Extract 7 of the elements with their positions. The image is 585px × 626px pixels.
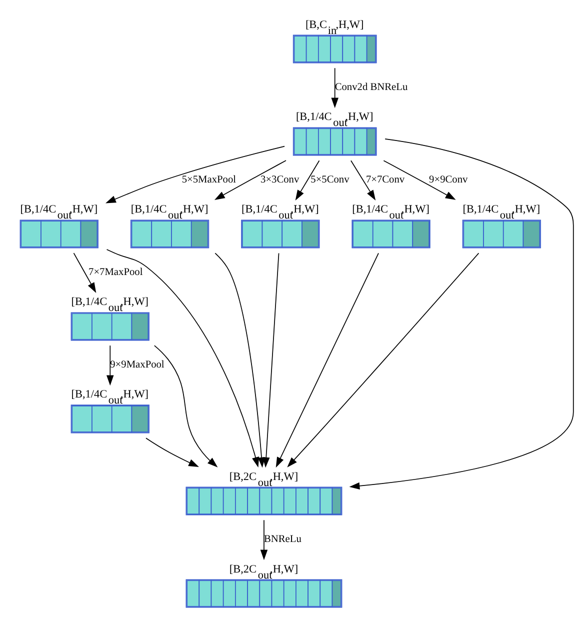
edge-label: 7×7Conv [366,174,405,186]
edge-label: 9×9Conv [429,174,468,186]
edge-label: 9×9MaxPool [110,359,164,370]
edge-label: 5×5Conv [310,174,350,186]
edge-label: 3×3Conv [260,174,300,186]
edge-label: 5×5MaxPool [182,174,236,186]
edge-label: 7×7MaxPool [88,266,143,278]
